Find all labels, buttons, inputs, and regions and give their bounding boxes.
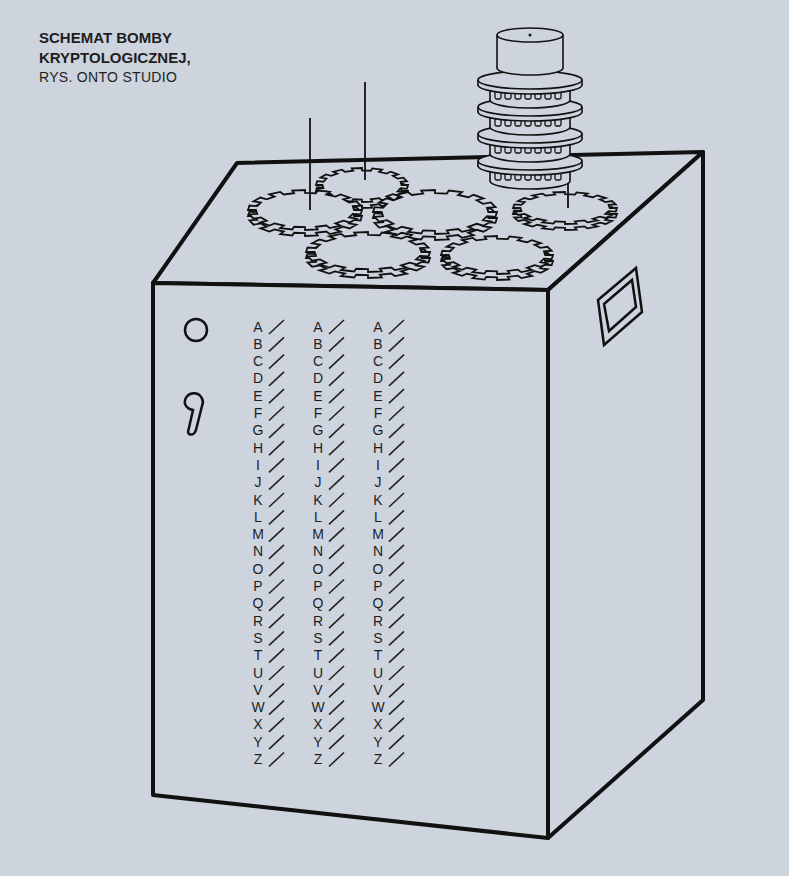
rotor-letter: Q [307, 595, 329, 612]
rotor-letter: Z [307, 751, 329, 768]
rotor-letter: B [367, 336, 389, 353]
rotor-letter: R [367, 613, 389, 630]
rotor-letter: B [307, 336, 329, 353]
rotor-letter: S [247, 630, 269, 647]
rotor-letter: O [307, 561, 329, 578]
rotor-letter: Z [367, 751, 389, 768]
rotor-letter: A [367, 319, 389, 336]
rotor-letter: C [307, 353, 329, 370]
rotor-letter: W [367, 699, 389, 716]
rotor-letter: O [247, 561, 269, 578]
rotor-letter: I [367, 457, 389, 474]
title: SCHEMAT BOMBY KRYPTOLOGICZNEJ, [39, 28, 239, 68]
rotor-letter: N [247, 543, 269, 560]
rotor-letter: G [247, 422, 269, 439]
rotor-letter: I [307, 457, 329, 474]
rotor-letter: Y [247, 734, 269, 751]
rotor-letter: Q [367, 595, 389, 612]
rotor-stack [478, 28, 582, 189]
rotor-letter: A [247, 319, 269, 336]
rotor-letter: Y [367, 734, 389, 751]
rotor-letter: Q [247, 595, 269, 612]
rotor-letter: J [307, 474, 329, 491]
rotor-letter: M [247, 526, 269, 543]
rotor-letter: T [307, 647, 329, 664]
rotor-letter: B [247, 336, 269, 353]
rotor-letter: V [367, 682, 389, 699]
indicator-lamp [185, 319, 207, 341]
rotor-letter: K [247, 492, 269, 509]
rotor-letter: D [307, 370, 329, 387]
rotor-letter: D [367, 370, 389, 387]
rotor-letter: P [367, 578, 389, 595]
rotor-letter: X [247, 716, 269, 733]
rotor-letter: P [247, 578, 269, 595]
right-face [548, 152, 703, 838]
rotor-letter: O [367, 561, 389, 578]
rotor-letter: H [307, 440, 329, 457]
rotor-letter: H [367, 440, 389, 457]
rotor-letter: J [247, 474, 269, 491]
rotor-letter: G [307, 422, 329, 439]
rotor-letter: E [307, 388, 329, 405]
front-face [153, 283, 548, 838]
rotor-letter: F [367, 405, 389, 422]
rotor-letter: U [247, 665, 269, 682]
rotor-letter: R [307, 613, 329, 630]
rotor-letter: S [307, 630, 329, 647]
rotor-letter: L [247, 509, 269, 526]
caption: RYS. ONTO STUDIO [39, 68, 177, 86]
rotor-letter: K [307, 492, 329, 509]
rotor-letter: X [367, 716, 389, 733]
rotor-letter: E [247, 388, 269, 405]
letter-slashes [269, 320, 404, 767]
rotor-letter: U [307, 665, 329, 682]
drive-gears [248, 82, 617, 280]
rotor-letter: Y [307, 734, 329, 751]
rotor-letter: L [307, 509, 329, 526]
rotor-letter: Z [247, 751, 269, 768]
rotor-letter: M [367, 526, 389, 543]
rotor-letter: R [247, 613, 269, 630]
rotor-letter: U [367, 665, 389, 682]
rotor-letter: J [367, 474, 389, 491]
rotor-letter: K [367, 492, 389, 509]
rotor-letter: W [247, 699, 269, 716]
rotor-letter: V [247, 682, 269, 699]
rotor-letter: H [247, 440, 269, 457]
rotor-letter: A [307, 319, 329, 336]
rotor-letter: C [367, 353, 389, 370]
rotor-letter: T [247, 647, 269, 664]
rotor-letter: X [307, 716, 329, 733]
rotor-letter: N [307, 543, 329, 560]
rotor-letter: L [367, 509, 389, 526]
rotor-letter: W [307, 699, 329, 716]
toggle-switch [185, 393, 203, 434]
rotor-letter: P [307, 578, 329, 595]
rotor-letter: C [247, 353, 269, 370]
side-handle [598, 268, 642, 345]
rotor-letter: F [247, 405, 269, 422]
rotor-letter: G [367, 422, 389, 439]
rotor-letter: E [367, 388, 389, 405]
rotor-letter: T [367, 647, 389, 664]
rotor-letter: V [307, 682, 329, 699]
rotor-letter: M [307, 526, 329, 543]
rotor-letter: S [367, 630, 389, 647]
rotor-letter: I [247, 457, 269, 474]
rotor-letter: F [307, 405, 329, 422]
rotor-letter: D [247, 370, 269, 387]
rotor-letter: N [367, 543, 389, 560]
